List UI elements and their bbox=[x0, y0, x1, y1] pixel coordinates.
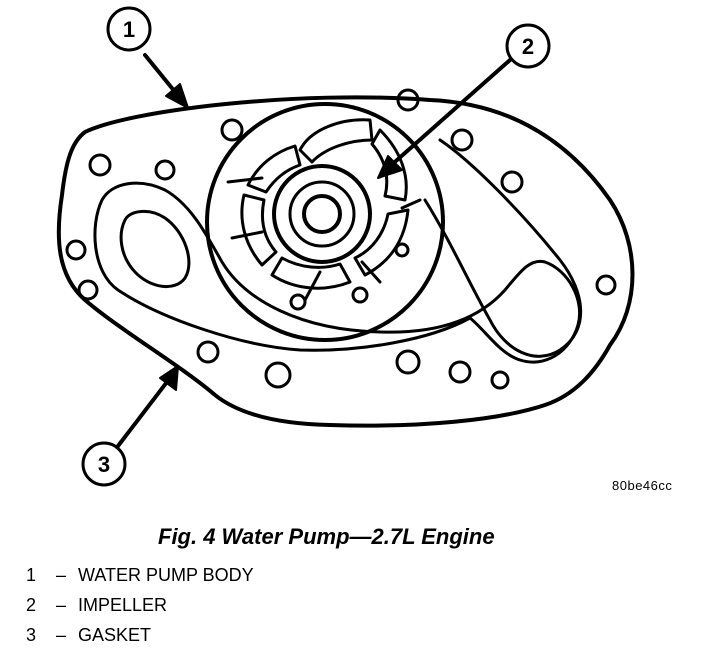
legend-item: 3–GASKET bbox=[26, 620, 254, 650]
callout-1-circle bbox=[106, 6, 152, 52]
bolt-holes bbox=[65, 88, 617, 390]
impeller-hub-outer bbox=[272, 164, 372, 264]
legend-item-number: 3 bbox=[26, 625, 37, 645]
impeller-housing bbox=[205, 102, 445, 342]
legend-item-label: IMPELLER bbox=[78, 595, 168, 615]
callout-3-circle bbox=[81, 441, 127, 487]
legend-item: 1–WATER PUMP BODY bbox=[26, 560, 254, 590]
water-pump-illustration: 1 2 3 bbox=[56, 6, 635, 487]
legend-list: 1–WATER PUMP BODY 2–IMPELLER 3–GASKET bbox=[26, 560, 254, 650]
impeller-blades bbox=[226, 118, 422, 302]
legend-item-separator: – bbox=[55, 625, 66, 645]
impeller-hub-ring bbox=[288, 180, 356, 248]
legend-item-label: GASKET bbox=[78, 625, 152, 645]
figure-code: 80be46cc bbox=[612, 478, 673, 493]
callout-2-arrowhead bbox=[377, 155, 403, 179]
legend-item-separator: – bbox=[55, 565, 66, 585]
callout-2-leader bbox=[386, 58, 512, 170]
legend-item-label: WATER PUMP BODY bbox=[78, 565, 254, 585]
legend-item-number: 1 bbox=[26, 565, 37, 585]
callout-2-number: 2 bbox=[522, 34, 534, 59]
legend-item-number: 2 bbox=[26, 595, 37, 615]
legend-item-separator: – bbox=[55, 595, 66, 615]
legend-item: 2–IMPELLER bbox=[26, 590, 254, 620]
gasket-outline bbox=[93, 181, 581, 364]
callout-3-arrowhead bbox=[159, 365, 179, 391]
callout-3-leader bbox=[116, 376, 172, 448]
gasket-right-channel bbox=[423, 138, 583, 358]
callout-1-number: 1 bbox=[123, 17, 135, 42]
figure-caption: Fig. 4 Water Pump—2.7L Engine bbox=[158, 524, 495, 549]
impeller-hub-center bbox=[302, 194, 342, 234]
callout-3-number: 3 bbox=[98, 452, 110, 477]
callout-2-circle bbox=[505, 23, 551, 69]
callout-1-arrowhead bbox=[165, 83, 189, 109]
left-channel bbox=[119, 210, 191, 289]
